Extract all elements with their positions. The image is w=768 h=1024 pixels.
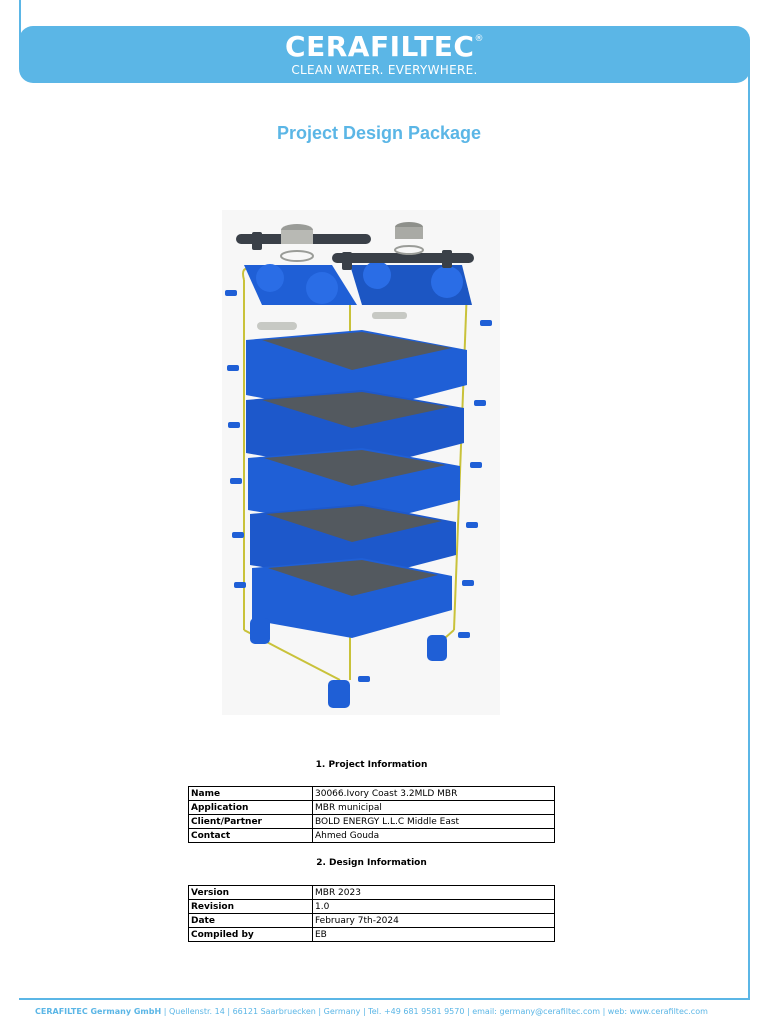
page-title: Project Design Package — [276, 123, 482, 143]
frame-line-right — [748, 40, 750, 998]
brand-logo: CERAFILTEC® — [19, 30, 750, 63]
row-value: February 7th-2024 — [312, 913, 555, 928]
row-value: 1.0 — [312, 899, 555, 914]
brand-tagline: CLEAN WATER. EVERYWHERE. — [291, 63, 478, 77]
row-label: Revision — [188, 899, 313, 914]
row-label: Date — [188, 913, 313, 928]
footer-company: CERAFILTEC Germany GmbH — [35, 1007, 162, 1016]
row-label: Version — [188, 885, 313, 900]
row-value: 30066.Ivory Coast 3.2MLD MBR — [312, 786, 555, 801]
row-label: Application — [188, 800, 313, 815]
row-label: Compiled by — [188, 927, 313, 942]
row-label: Contact — [188, 828, 313, 843]
stack-feet — [250, 618, 447, 708]
trademark-symbol: ® — [474, 34, 484, 44]
row-value: EB — [312, 927, 555, 942]
row-value: BOLD ENERGY L.L.C Middle East — [312, 814, 555, 829]
row-label: Client/Partner — [188, 814, 313, 829]
frame-line-bottom — [19, 998, 750, 1000]
page-footer: CERAFILTEC Germany GmbH | Quellenstr. 14… — [35, 1007, 745, 1016]
header-banner: CERAFILTEC® CLEAN WATER. EVERYWHERE. — [19, 26, 750, 83]
design-info-heading: 2. Design Information — [316, 858, 427, 868]
frame-line-left — [19, 0, 21, 40]
row-label: Name — [188, 786, 313, 801]
row-value: MBR 2023 — [312, 885, 555, 900]
row-value: Ahmed Gouda — [312, 828, 555, 843]
footer-details: | Quellenstr. 14 | 66121 Saarbruecken | … — [161, 1007, 708, 1016]
top-manifold — [244, 261, 472, 305]
membrane-modules — [246, 312, 467, 638]
project-info-heading: 1. Project Information — [315, 760, 428, 770]
row-value: MBR municipal — [312, 800, 555, 815]
membrane-stack-illustration — [222, 210, 500, 715]
pipe-connector — [280, 222, 424, 262]
brand-name: CERAFILTEC — [285, 30, 475, 63]
